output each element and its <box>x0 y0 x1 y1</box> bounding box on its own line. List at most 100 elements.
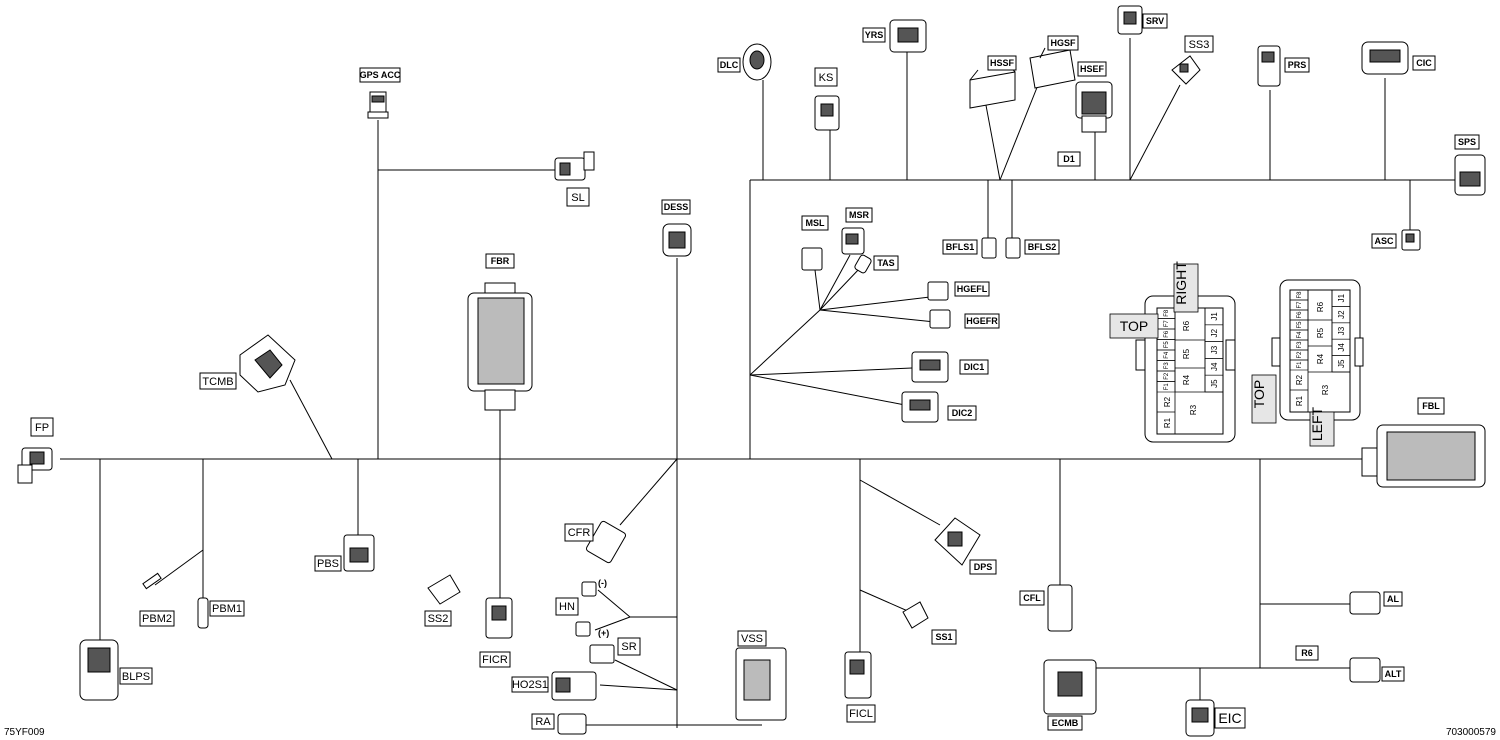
label-ecmb: ECMB <box>1047 715 1083 731</box>
label-tas: TAS <box>873 255 899 271</box>
svg-text:EIC: EIC <box>1218 710 1241 726</box>
gps-acc-connector-icon <box>367 91 389 119</box>
svg-text:DLC: DLC <box>720 60 739 70</box>
fuse-label: F6 <box>1297 311 1303 319</box>
fuse-label: F1 <box>1297 361 1303 369</box>
label-pbs: PBS <box>314 555 342 572</box>
fuse-label: F8 <box>1164 309 1170 317</box>
fbl-relay-r3: R3 <box>1321 384 1330 395</box>
svg-text:FP: FP <box>35 422 49 434</box>
label-ficr: FICR <box>479 651 511 668</box>
svg-text:HGEFL: HGEFL <box>957 284 988 294</box>
svg-text:FBR: FBR <box>491 256 510 266</box>
component-labels: GPS ACC SL FBR TCMB FP DESS DLC KS <box>30 13 1480 731</box>
fbl-tag-top: TOP <box>1251 380 1267 409</box>
fbl-relay-r1: R1 <box>1295 395 1304 406</box>
label-pbm2: PBM2 <box>139 610 175 627</box>
svg-text:R6: R6 <box>1301 648 1313 658</box>
figure-id-right: 703000579 <box>1446 727 1496 738</box>
label-fp: FP <box>30 417 54 437</box>
fbl-relay-r2: R2 <box>1295 374 1304 385</box>
blps-connector-icon <box>79 639 119 701</box>
svg-text:AL: AL <box>1387 594 1399 604</box>
svg-text:YRS: YRS <box>865 30 884 40</box>
pbs-switch-icon <box>343 534 375 572</box>
label-hgsf: HGSF <box>1047 35 1079 51</box>
svg-text:BLPS: BLPS <box>122 671 150 683</box>
svg-text:RA: RA <box>535 716 551 728</box>
label-hn-minus: (-) <box>598 578 607 588</box>
label-sl: SL <box>566 187 590 207</box>
label-fbl: FBL <box>1417 397 1445 415</box>
fbr-tag-top: TOP <box>1120 318 1149 334</box>
junction-slot <box>1204 374 1224 393</box>
fbr-tag-right: RIGHT <box>1173 261 1189 305</box>
fuse-label: F3 <box>1297 341 1303 349</box>
junction-label: J1 <box>1337 293 1346 302</box>
svg-text:FBL: FBL <box>1422 401 1440 411</box>
label-srv: SRV <box>1142 13 1168 29</box>
cic-connector-icon <box>1361 41 1409 75</box>
fbr-relay-r1: R1 <box>1163 417 1172 428</box>
label-pbm1: PBM1 <box>209 600 245 617</box>
svg-text:HSSF: HSSF <box>990 58 1015 68</box>
label-ss3: SS3 <box>1184 35 1214 53</box>
junction-label: J2 <box>1337 310 1346 319</box>
junction-label: J4 <box>1337 343 1346 352</box>
svg-text:SS1: SS1 <box>935 632 952 642</box>
cfr-connector-icon <box>585 520 627 564</box>
label-hsef: HSEF <box>1077 61 1107 77</box>
svg-text:D1: D1 <box>1063 154 1075 164</box>
svg-text:DPS: DPS <box>974 562 993 572</box>
svg-text:FICR: FICR <box>482 654 508 666</box>
label-dps: DPS <box>969 559 997 575</box>
svg-text:ALT: ALT <box>1385 669 1402 679</box>
label-blps: BLPS <box>119 667 153 685</box>
eic-connector-icon <box>1185 699 1215 737</box>
label-ss1: SS1 <box>931 629 957 645</box>
junction-label: J2 <box>1210 328 1219 337</box>
ficl-injector-icon <box>844 651 872 699</box>
tcmb-module-icon <box>239 334 296 393</box>
fbr-relay-r3: R3 <box>1189 404 1198 415</box>
junction-label: J5 <box>1337 359 1346 368</box>
label-eic: EIC <box>1214 707 1246 729</box>
ecmb-module-icon <box>1043 659 1097 715</box>
label-msl: MSL <box>801 215 829 231</box>
hgefl-connector-icon <box>927 281 949 301</box>
fuse-label: F6 <box>1164 330 1170 338</box>
fuse-label: F4 <box>1297 331 1303 339</box>
svg-text:SS3: SS3 <box>1189 39 1210 51</box>
dlc-connector-icon <box>742 43 772 81</box>
svg-text:HN: HN <box>559 601 575 613</box>
srv-connector-icon <box>1117 5 1143 35</box>
label-ficl: FICL <box>846 704 876 723</box>
component-graphics <box>17 5 1486 737</box>
label-hn-plus: (+) <box>598 628 609 638</box>
label-al: AL <box>1383 591 1403 607</box>
label-asc: ASC <box>1371 233 1397 249</box>
label-prs: PRS <box>1284 57 1310 73</box>
svg-text:SS2: SS2 <box>428 613 449 625</box>
svg-text:HGSF: HGSF <box>1050 38 1076 48</box>
tas-sensor-icon <box>854 254 872 274</box>
vss-sensor-icon <box>735 647 787 721</box>
ficr-injector-icon <box>485 597 513 639</box>
hssf-connector-icon <box>969 65 1016 109</box>
svg-text:ECMB: ECMB <box>1052 718 1079 728</box>
junction-slot <box>1331 355 1351 373</box>
msr-connector-icon <box>841 227 865 255</box>
fbl-relay-r5: R5 <box>1316 327 1325 338</box>
svg-text:PBS: PBS <box>317 558 339 570</box>
fuse-label: F7 <box>1164 320 1170 328</box>
svg-text:PRS: PRS <box>1288 60 1307 70</box>
label-ks: KS <box>814 67 838 87</box>
dic1-connector-icon <box>911 351 949 383</box>
fuse-label: F2 <box>1164 372 1170 380</box>
fbl-relay-r4: R4 <box>1316 353 1325 364</box>
label-dlc: DLC <box>717 57 741 73</box>
svg-text:TAS: TAS <box>877 258 894 268</box>
label-sr: SR <box>617 637 641 656</box>
